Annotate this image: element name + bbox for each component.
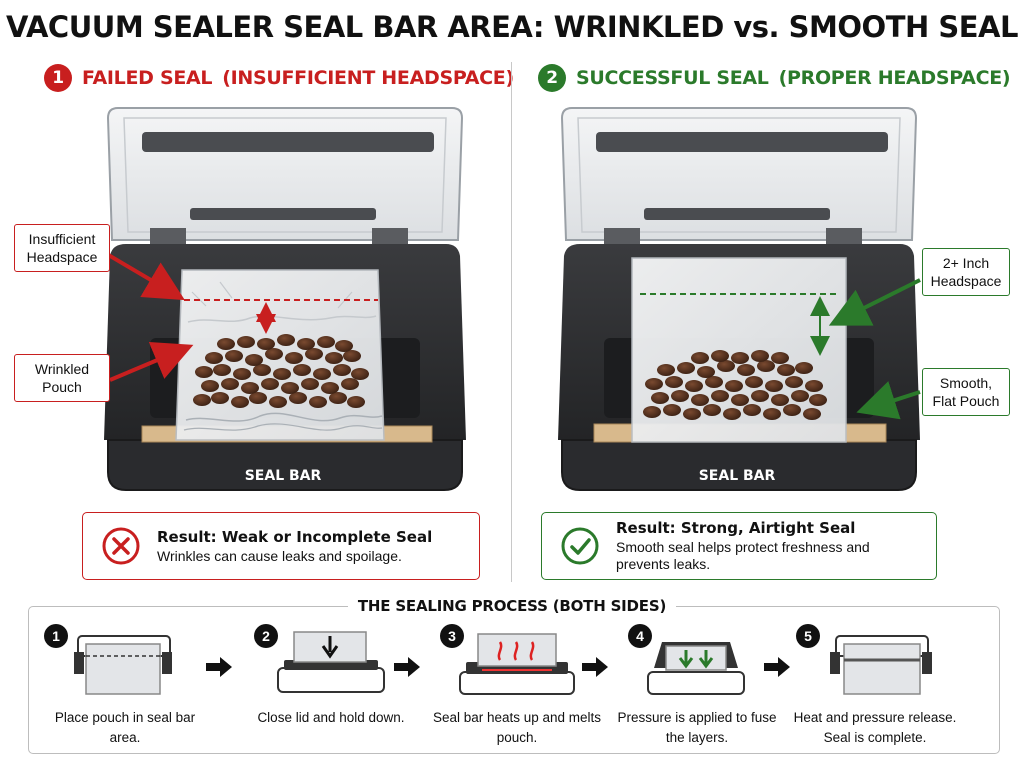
failed-result-title: Result: Weak or Incomplete Seal bbox=[157, 527, 433, 546]
successful-seal-title: SUCCESSFUL SEAL bbox=[576, 67, 769, 89]
process-step-1-number: 1 bbox=[44, 624, 68, 648]
process-step-2-number: 2 bbox=[254, 624, 278, 648]
check-circle-icon bbox=[561, 527, 599, 565]
success-result-box: Result: Strong, Airtight Seal Smooth sea… bbox=[541, 512, 937, 580]
process-step-4-text: Pressure is applied to fuse the layers. bbox=[617, 710, 777, 745]
failed-seal-heading: 1 FAILED SEAL (INSUFFICIENT HEADSPACE) bbox=[44, 64, 514, 92]
process-step-5-text: Heat and pressure release. Seal is compl… bbox=[793, 710, 957, 745]
process-step-1-text: Place pouch in seal bar area. bbox=[54, 710, 196, 745]
arrow-right-icon bbox=[582, 657, 608, 677]
headspace-callout: 2+ Inch Headspace bbox=[922, 248, 1010, 296]
sealing-process-title: THE SEALING PROCESS (BOTH SIDES) bbox=[0, 597, 1024, 616]
step-2-illustration bbox=[277, 631, 385, 693]
failed-seal-title: FAILED SEAL bbox=[82, 67, 213, 89]
right-seal-bar-label: SEAL BAR bbox=[698, 468, 776, 484]
arrow-right-icon bbox=[206, 657, 232, 677]
smooth-pouch-callout: Smooth, Flat Pouch bbox=[922, 368, 1010, 416]
step-1-illustration bbox=[74, 635, 172, 695]
x-circle-icon bbox=[102, 527, 140, 565]
page-title: VACUUM SEALER SEAL BAR AREA: WRINKLED vs… bbox=[6, 10, 1018, 44]
process-step-5-number: 5 bbox=[796, 624, 820, 648]
panel-divider bbox=[511, 62, 512, 582]
left-seal-bar-label: SEAL BAR bbox=[244, 468, 322, 484]
failed-result-text: Wrinkles can cause leaks and spoilage. bbox=[157, 547, 402, 564]
step-3-illustration bbox=[459, 633, 575, 695]
process-step-3-number: 3 bbox=[440, 624, 464, 648]
step-badge-2: 2 bbox=[538, 64, 566, 92]
vacuum-sealer-illustrations bbox=[98, 107, 921, 491]
arrow-right-icon bbox=[764, 657, 790, 677]
left-machine bbox=[98, 107, 466, 491]
process-step-4-number: 4 bbox=[628, 624, 652, 648]
successful-seal-heading: 2 SUCCESSFUL SEAL (PROPER HEADSPACE) bbox=[538, 64, 1011, 92]
step-5-illustration bbox=[830, 635, 932, 695]
step-4-illustration bbox=[647, 642, 745, 695]
failed-seal-subtitle: (INSUFFICIENT HEADSPACE) bbox=[222, 67, 514, 89]
wrinkled-pouch-callout: Wrinkled Pouch bbox=[14, 354, 110, 402]
arrow-right-icon bbox=[394, 657, 420, 677]
successful-seal-subtitle: (PROPER HEADSPACE) bbox=[778, 67, 1011, 89]
failed-result-box: Result: Weak or Incomplete Seal Wrinkles… bbox=[82, 512, 480, 580]
step-badge-1: 1 bbox=[44, 64, 72, 92]
success-result-title: Result: Strong, Airtight Seal bbox=[616, 519, 856, 537]
process-arrows bbox=[206, 657, 790, 677]
process-step-3-text: Seal bar heats up and melts pouch. bbox=[432, 710, 602, 745]
right-machine bbox=[558, 107, 921, 491]
insufficient-headspace-callout: Insufficient Headspace bbox=[14, 224, 110, 272]
success-result-text: Smooth seal helps protect freshness and … bbox=[616, 539, 870, 572]
process-step-2-text: Close lid and hold down. bbox=[257, 710, 405, 725]
